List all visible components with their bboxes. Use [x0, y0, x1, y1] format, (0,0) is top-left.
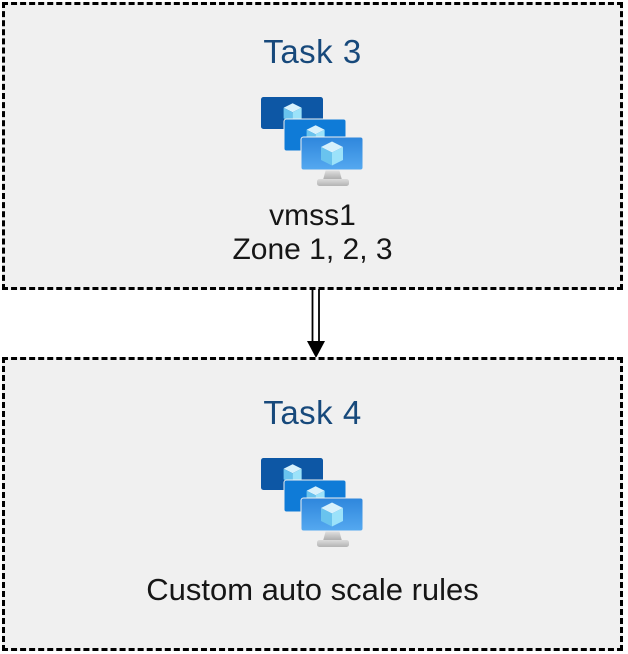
task3-box: Task 3 vmss1 Zone 1, 2, 3 [2, 2, 623, 290]
task4-box: Task 4 Custom auto scale rules [2, 357, 623, 651]
task4-title: Task 4 [263, 394, 362, 431]
zones-label: Zone 1, 2, 3 [232, 233, 393, 266]
vmss-icon [261, 97, 365, 189]
vmss-icon [261, 458, 365, 550]
task3-title: Task 3 [263, 33, 362, 70]
vmss-name-label: vmss1 [269, 199, 356, 232]
autoscale-rules-label: Custom auto scale rules [146, 572, 479, 607]
down-arrow-connector [307, 289, 325, 358]
